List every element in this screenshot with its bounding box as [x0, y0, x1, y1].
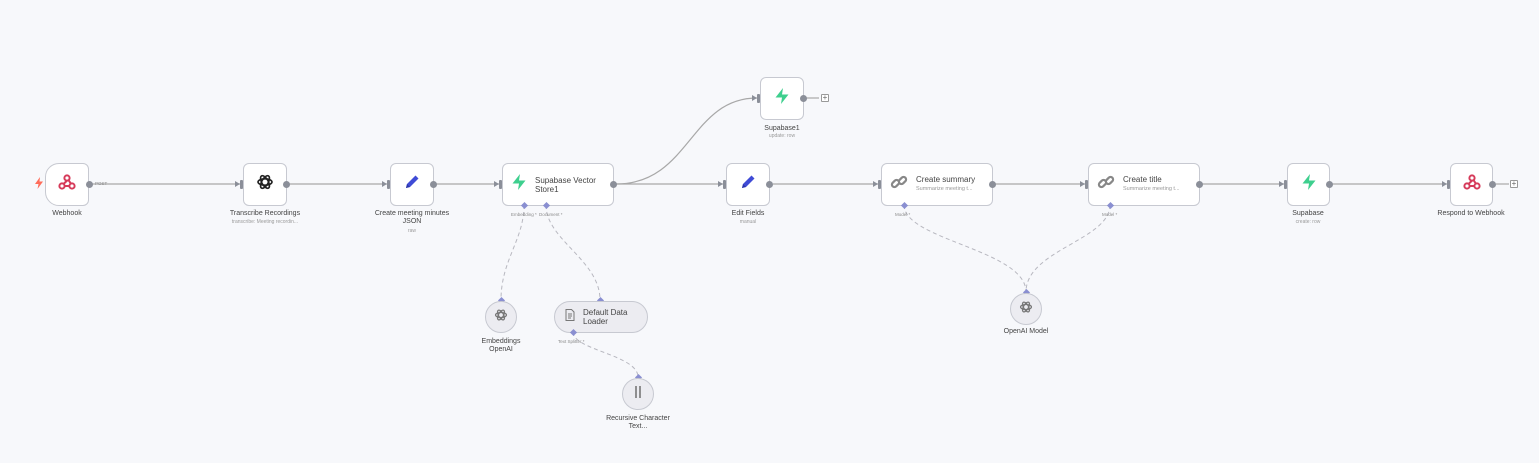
post-label: POST [95, 181, 108, 186]
webhook-icon [58, 174, 76, 195]
node-edit-fields[interactable] [726, 163, 770, 206]
text-splitter-port-label: Text Splitter * [558, 339, 585, 344]
output-port[interactable] [283, 181, 290, 188]
openai-icon [1019, 300, 1033, 319]
link-embeddings [500, 204, 525, 301]
link-model-summary [903, 204, 1027, 293]
node-embeddings-title: Embeddings OpenAI [481, 338, 521, 353]
node-minutes-subtitle: raw [407, 228, 417, 234]
output-port[interactable] [430, 181, 437, 188]
node-openai-model-title: OpenAI Model [1003, 328, 1049, 335]
node-summary-title: Create summary [916, 175, 976, 184]
node-create-summary[interactable]: Create summary Summarize meeting t... [881, 163, 993, 206]
add-node-button[interactable]: + [1510, 179, 1518, 188]
node-minutes-title: Create meeting minutes JSON [374, 210, 450, 225]
input-port[interactable] [240, 180, 243, 189]
node-title-subtitle: Summarize meeting t... [1123, 186, 1180, 192]
splitter-icon [633, 385, 643, 404]
supabase-icon [511, 174, 527, 195]
input-port[interactable] [757, 94, 760, 103]
input-port[interactable] [1447, 180, 1450, 189]
input-port[interactable] [1284, 180, 1287, 189]
node-transcribe-subtitle: transcribe: Meeting recordin... [231, 219, 299, 225]
input-port[interactable] [723, 180, 726, 189]
model-port-label: Model * [1102, 212, 1118, 217]
node-loader-title: Default Data Loader [583, 308, 628, 326]
node-supabase1[interactable] [760, 77, 804, 120]
node-recursive-title: Recursive Character Text... [606, 415, 670, 430]
node-supabase-title: Supabase [1292, 210, 1324, 217]
node-respond-to-webhook[interactable] [1450, 163, 1493, 206]
output-port[interactable] [86, 181, 93, 188]
node-create-meeting-minutes[interactable] [390, 163, 434, 206]
document-icon [565, 308, 575, 326]
openai-icon [256, 173, 274, 196]
output-port[interactable] [1489, 181, 1496, 188]
output-port[interactable] [610, 181, 617, 188]
chain-icon [1097, 173, 1115, 196]
node-transcribe-recordings[interactable] [243, 163, 287, 206]
input-port[interactable] [387, 180, 390, 189]
input-port[interactable] [1085, 180, 1088, 189]
node-summary-subtitle: Summarize meeting t... [916, 186, 973, 192]
supabase-icon [1301, 174, 1317, 195]
node-webhook[interactable] [45, 163, 89, 206]
node-embeddings-openai[interactable] [485, 301, 517, 333]
node-supabase-vector-store[interactable]: Supabase Vector Store1 [502, 163, 614, 206]
webhook-icon [1462, 174, 1481, 195]
node-title-title: Create title [1123, 175, 1162, 184]
node-respond-title: Respond to Webhook [1437, 210, 1505, 217]
node-edit-fields-subtitle: manual [739, 219, 757, 225]
node-supabase1-subtitle: update: row [768, 133, 796, 139]
chain-icon [890, 173, 908, 196]
pencil-icon [739, 173, 757, 196]
link-model-title [1025, 204, 1111, 293]
document-port-label: Document * [539, 212, 563, 217]
link-data-loader [545, 204, 601, 301]
node-edit-fields-title: Edit Fields [731, 210, 765, 217]
input-port[interactable] [499, 180, 502, 189]
output-port[interactable] [1326, 181, 1333, 188]
node-supabase1-title: Supabase1 [764, 125, 800, 132]
model-port-label: Model * [895, 212, 911, 217]
pencil-icon [403, 173, 421, 196]
node-supabase[interactable] [1287, 163, 1330, 206]
node-create-title[interactable]: Create title Summarize meeting t... [1088, 163, 1200, 206]
node-recursive-character-text-splitter[interactable] [622, 378, 654, 410]
output-port[interactable] [800, 95, 807, 102]
add-node-button[interactable]: + [821, 93, 829, 102]
supabase-icon [774, 88, 790, 109]
output-port[interactable] [766, 181, 773, 188]
output-port[interactable] [989, 181, 996, 188]
node-openai-model[interactable] [1010, 293, 1042, 325]
node-vector-store-title: Supabase Vector Store1 [535, 175, 596, 194]
node-supabase-subtitle: create: row [1295, 219, 1321, 225]
trigger-bolt-icon [35, 177, 43, 192]
openai-icon [494, 308, 508, 327]
node-webhook-title: Webhook [52, 210, 82, 217]
node-transcribe-title: Transcribe Recordings [229, 210, 301, 217]
node-default-data-loader[interactable]: Default Data Loader [554, 301, 648, 333]
input-port[interactable] [878, 180, 881, 189]
connection-vectorstore-supabase1 [615, 97, 758, 185]
embedding-port-label: Embedding * [511, 212, 537, 217]
output-port[interactable] [1196, 181, 1203, 188]
